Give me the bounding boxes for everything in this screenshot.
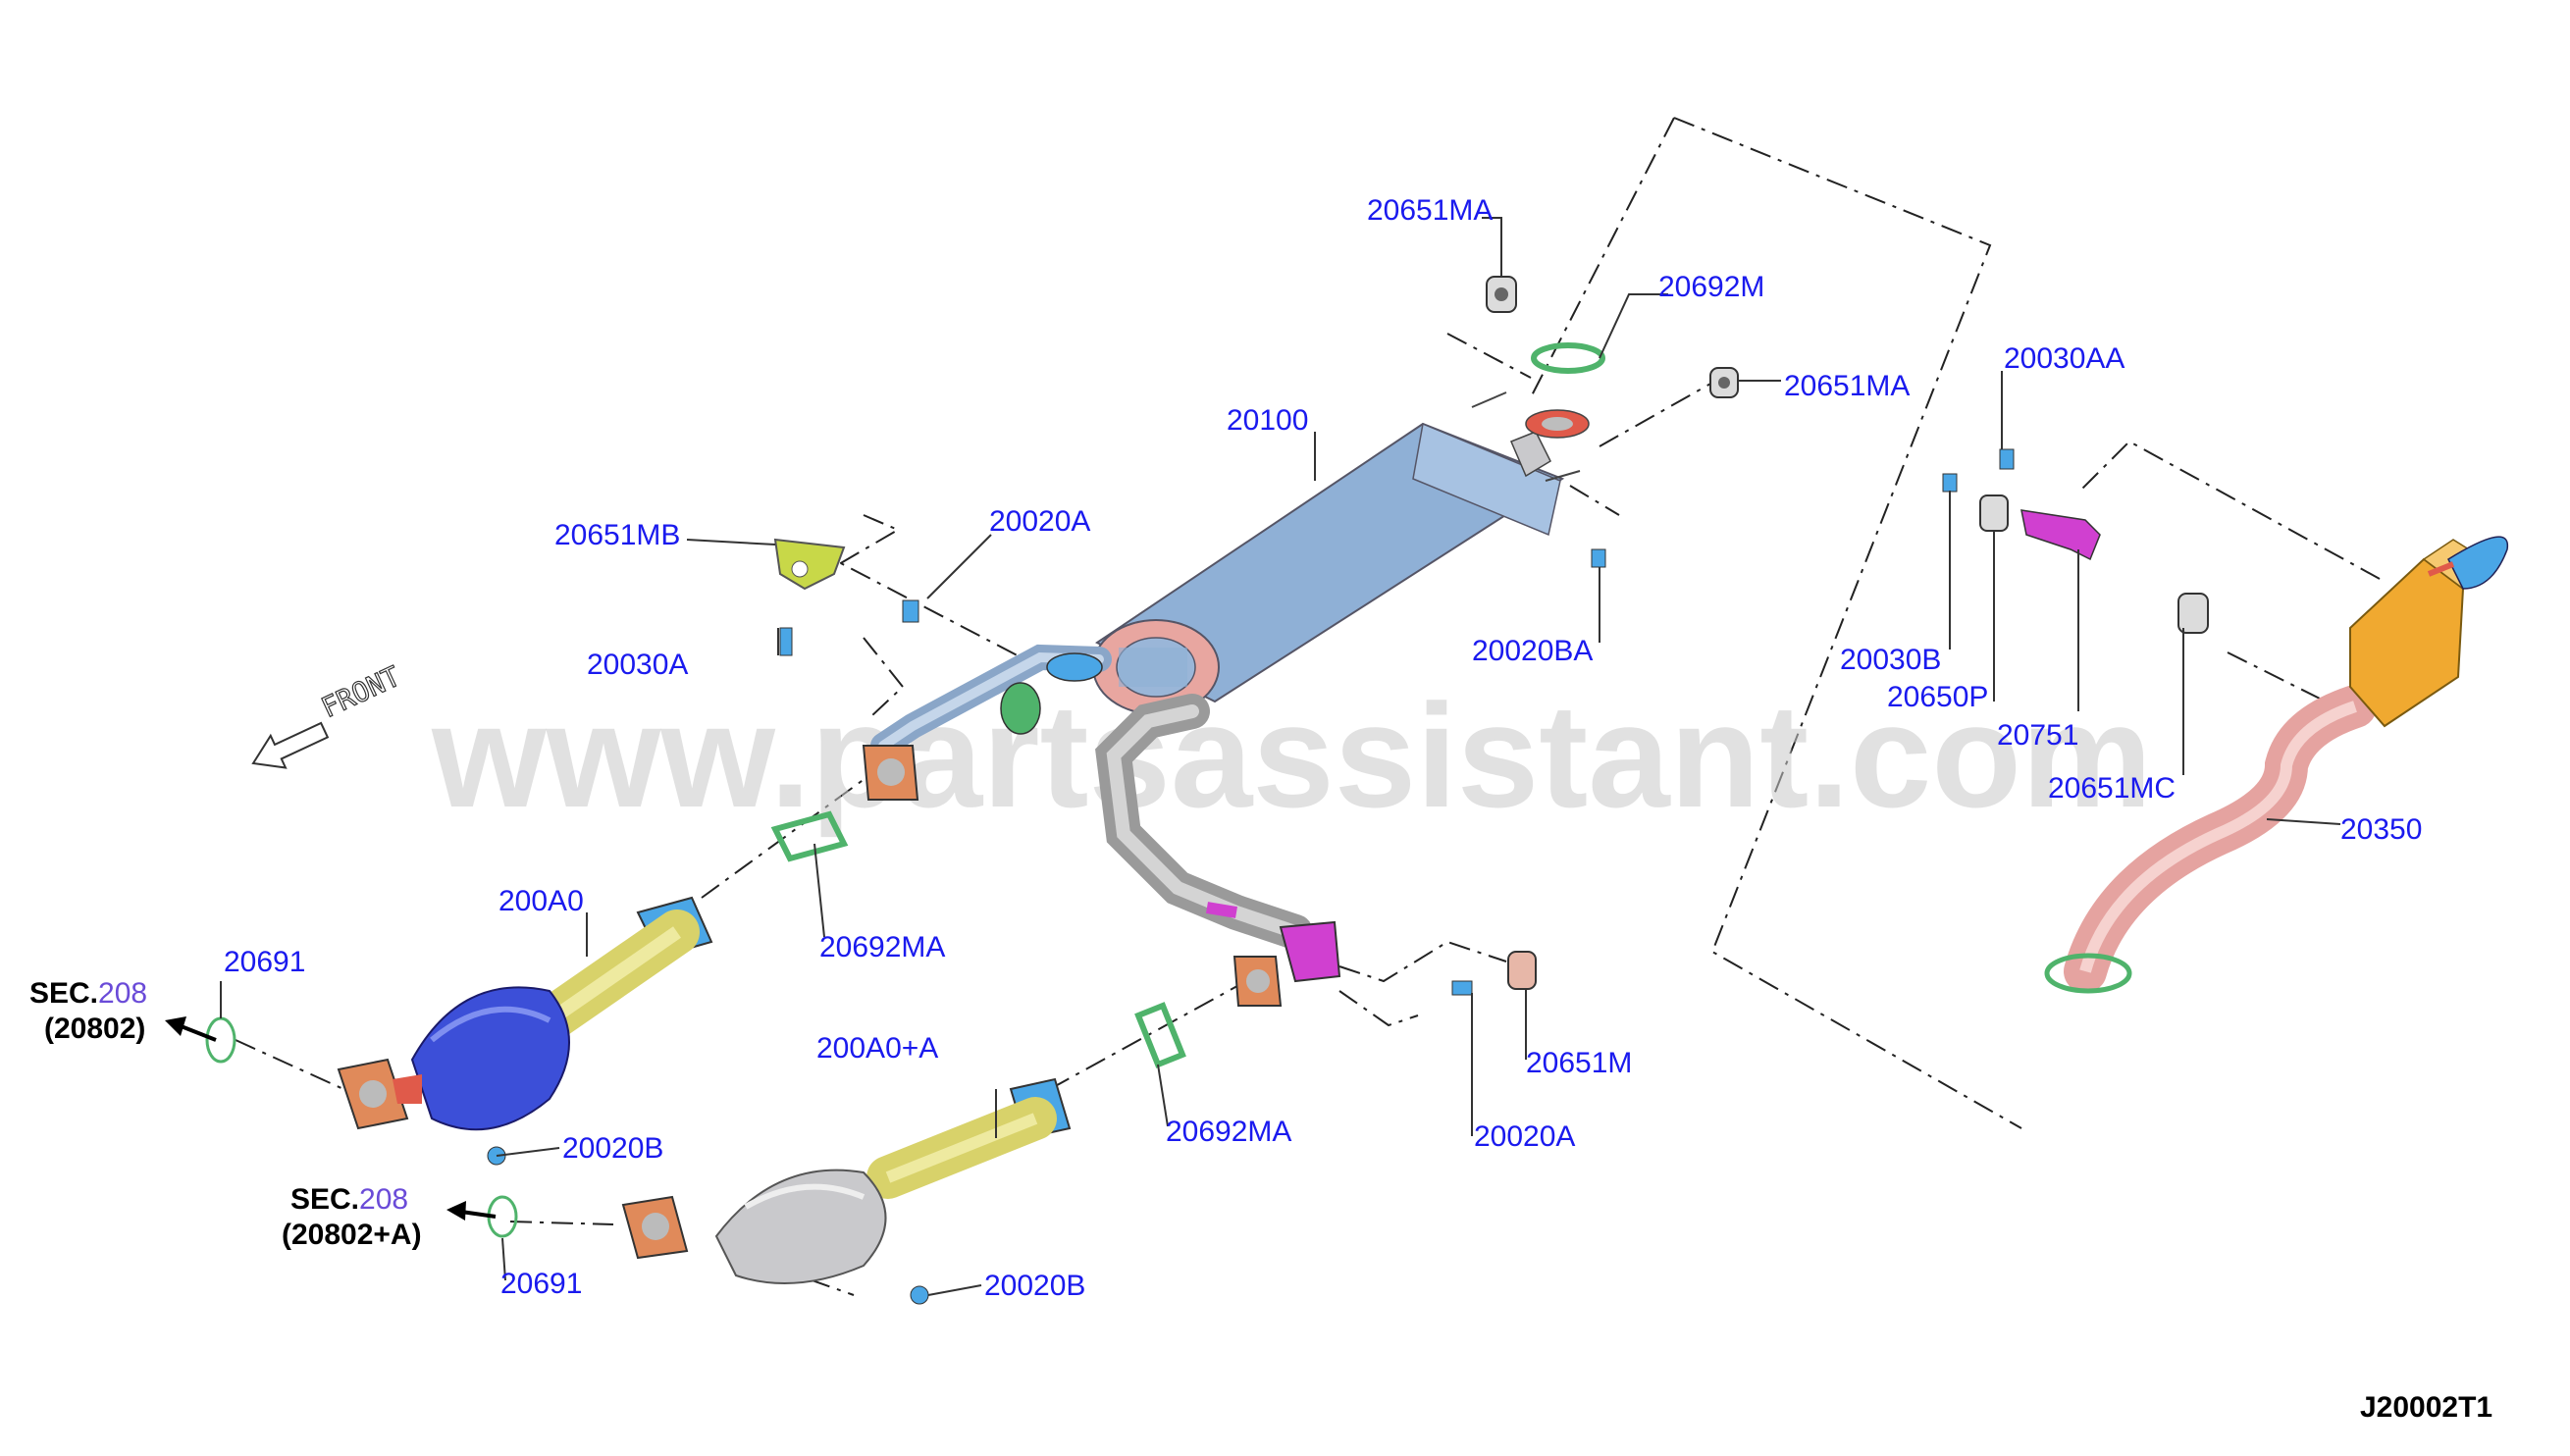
label-20692M: 20692M [1658,271,1764,303]
label-20100: 20100 [1227,404,1308,437]
label-20692MA-top: 20692MA [819,931,945,963]
label-20692MA-bottom: 20692MA [1166,1116,1291,1148]
sec-reference-bottom-code: (20802+A) [282,1219,422,1251]
label-20691-top: 20691 [224,946,305,978]
rubber-mount-20650P [1979,494,2009,532]
label-20020BA: 20020BA [1472,635,1593,667]
label-20350: 20350 [2340,813,2422,846]
gasket-20692M [1531,342,1605,374]
label-200A0: 200A0 [498,885,584,917]
tail-pipe-assembly [2044,536,2509,994]
bolt-20030AA [1999,448,2015,470]
sec-reference-top: SEC.208 (20802) [29,977,147,1045]
watermark-text: www.partsassistant.com [431,673,2152,838]
label-20030B: 20030B [1840,644,1941,676]
sec-reference-bottom-title: SEC.208 [290,1183,408,1216]
label-200A0-A: 200A0+A [816,1032,938,1065]
label-20020B-top: 20020B [562,1132,663,1165]
rubber-mount-20651M [1507,951,1537,990]
label-20020A-bottom: 20020A [1474,1120,1575,1153]
part-labels: 20651MA 20692M 20651MA 20100 20651MB 200… [224,194,2422,1302]
small-parts [487,276,2209,1305]
nut-20020A-top [902,599,919,623]
catalytic-converter-200A0 [337,896,713,1131]
label-20651MA-right: 20651MA [1784,370,1910,402]
label-20691-bottom: 20691 [500,1268,582,1300]
gasket-20692MA-bottom [1134,1002,1186,1068]
bolt-20030B [1942,473,1958,493]
nut-20020B-bottom [910,1285,929,1305]
hanger-bracket-20651MB [773,538,846,591]
flex-joint-green [1000,682,1041,735]
bolt-20030A [779,627,793,656]
label-20651M: 20651M [1526,1047,1632,1079]
label-20650P: 20650P [1887,681,1988,713]
front-label: FRONT [317,660,405,725]
label-20651MB: 20651MB [554,519,680,551]
label-20020A-top: 20020A [989,505,1090,538]
main-muffler [1092,391,1590,715]
gaskets [205,342,1605,1238]
sec-reference-bottom: SEC.208 (20802+A) [282,1183,422,1251]
sec-arrows [165,1016,497,1221]
tail-muffler [2349,557,2465,728]
catalytic-converter-200A0-A [621,1077,1072,1284]
front-arrow-icon [251,721,330,769]
leader-lines [220,217,2341,1296]
sec-reference-top-code: (20802) [44,1013,145,1045]
diagram-code: J20002T1 [2360,1391,2492,1424]
bracket-20751 [2020,509,2101,561]
label-20651MC: 20651MC [2048,772,2176,805]
center-pipe [862,644,1112,801]
y-pipe [1095,694,1341,1007]
bolt-20020A-bottom [1451,980,1473,996]
label-20751: 20751 [1997,719,2078,752]
front-direction-indicator: FRONT [251,659,406,769]
nut-20020BA [1591,548,1606,568]
gasket-20692MA-top [770,810,849,862]
rubber-mount-20651MC [2177,593,2209,634]
label-20030AA: 20030AA [2004,342,2124,375]
sec-reference-top-title: SEC.208 [29,977,147,1010]
label-20020B-bottom: 20020B [984,1270,1085,1302]
label-20651MA-top: 20651MA [1367,194,1493,227]
label-20030A: 20030A [587,649,688,681]
tail-tip [2447,536,2509,590]
